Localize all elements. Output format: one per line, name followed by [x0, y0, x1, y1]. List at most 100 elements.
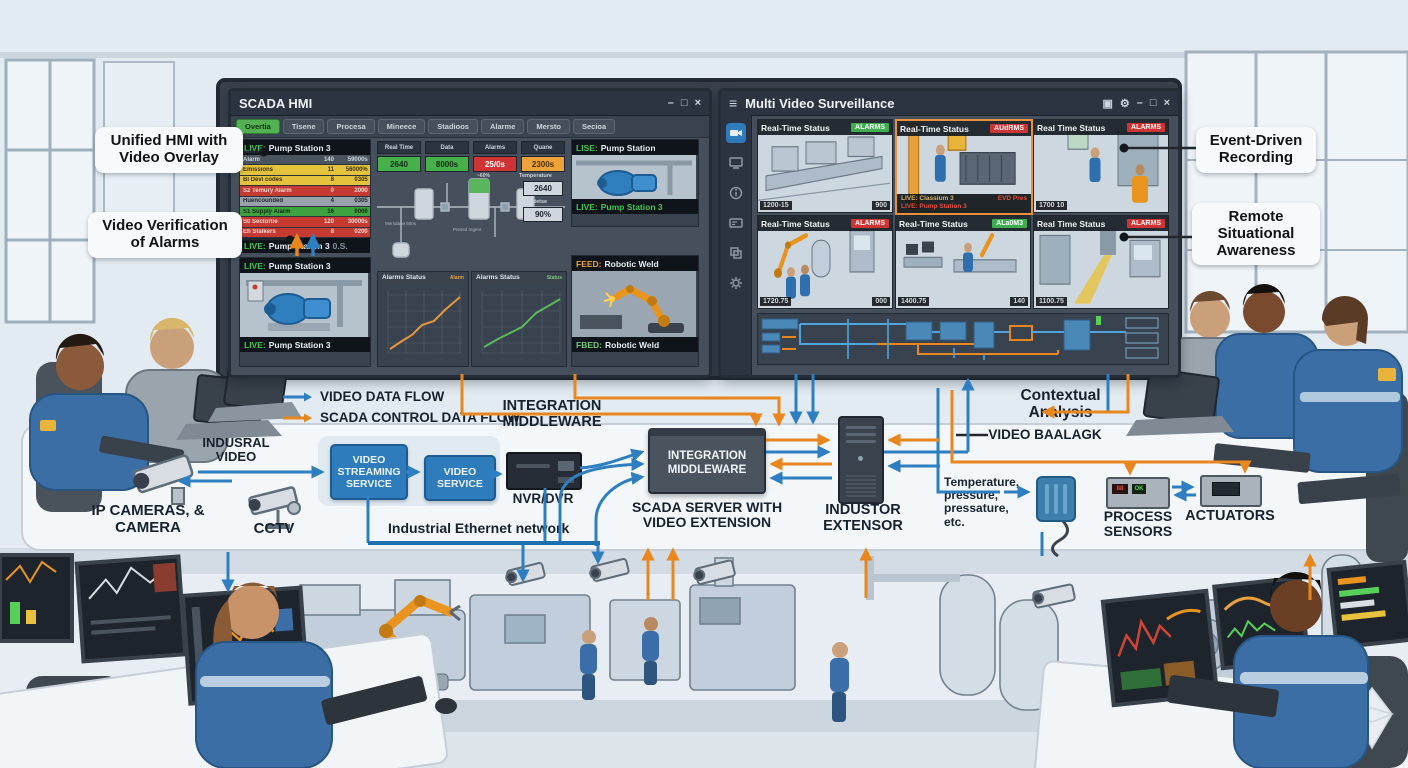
callout-remote-awareness: Remote Situational Awareness [1192, 203, 1320, 266]
timestamp: 000 [872, 297, 890, 306]
timestamp: 1400.75 [898, 297, 930, 306]
video-wall-titlebar: ≡ Multi Video Surveillance ▣ ⚙ – □ × [721, 91, 1178, 116]
ethernet-label: Industrial Ethernet network [388, 520, 570, 536]
scada-window-title: SCADA HMI [239, 95, 313, 111]
industor-extensor-label: INDUSTOR EXTENSOR [823, 502, 903, 534]
pump-illustration [240, 273, 368, 337]
server-tower [838, 416, 884, 504]
process-sensors-label: PROCESS SENSORS [1103, 508, 1173, 540]
scada-tab-5[interactable]: Alarme [480, 119, 525, 134]
flow-readout-label: Rotastetse [519, 199, 548, 205]
alarm-panel-header: LIVE: Pump Station 3 [240, 140, 370, 155]
timestamp: 900 [872, 201, 890, 210]
scada-titlebar: SCADA HMI – □ × [231, 91, 709, 116]
timestamp: 1700 10 [1036, 201, 1068, 210]
scada-hmi-window: SCADA HMI – □ × Overtia Tisene Procesa M… [228, 88, 712, 378]
maximize-icon[interactable]: □ [1149, 97, 1157, 109]
sensor-cable [1051, 518, 1069, 558]
alarm-badge: ALARMS [851, 123, 889, 132]
scada-flow-arrow-icon [283, 413, 312, 422]
video-streaming-service-box: VIDEO STREAMING SERVICE [330, 444, 408, 500]
video-baalagk-label: VIDEO BAALAGK [988, 427, 1102, 442]
close-icon[interactable]: × [1163, 97, 1170, 109]
video-wall-window: ≡ Multi Video Surveillance ▣ ⚙ – □ × [718, 88, 1181, 378]
alarm-badge: ALa0M3 [992, 219, 1027, 228]
timestamp: 1200-15 [760, 201, 792, 210]
minimize-icon[interactable]: – [1136, 97, 1143, 109]
layers-icon[interactable] [726, 243, 746, 263]
card-icon[interactable] [726, 213, 746, 233]
scada-tab-2[interactable]: Procesa [327, 119, 375, 134]
svg-text:~60%: ~60% [477, 173, 490, 179]
close-icon[interactable]: × [694, 97, 701, 109]
status-value: 8000s [425, 156, 469, 172]
maximize-icon[interactable]: □ [680, 97, 688, 109]
ip-cameras-label: IP CAMERAS, & CAMERA [91, 502, 205, 536]
cctv-camera-icon [248, 486, 301, 529]
video-wall-sidebar [721, 115, 752, 375]
status-label: Data [425, 141, 469, 154]
monitor-icon[interactable] [726, 153, 746, 173]
timestamp: 1720.75 [760, 297, 792, 306]
pump-video-tile-left[interactable]: LIVE:Pump Station 3 LIVE:Pump Station 3 [239, 257, 371, 367]
weld-video-tile[interactable]: FEED:Robotic Weld FBED:Robotic Weld [571, 255, 699, 367]
field-sensor-device [1036, 476, 1076, 522]
minimize-icon[interactable]: – [667, 97, 674, 109]
video-service-box: VIDEO SERVICE [424, 455, 496, 501]
info-icon[interactable] [726, 183, 746, 203]
camera-icon[interactable] [726, 123, 746, 143]
contextual-analysis-label: Contextual Analysis [1020, 387, 1101, 422]
panel-icon[interactable]: ▣ [1102, 97, 1113, 110]
video-flow-label: VIDEO DATA FLOW [320, 389, 445, 404]
actuators-device [1200, 475, 1262, 507]
alarm-badge: ALARMS [1127, 123, 1165, 132]
bottom-left-desk [0, 553, 457, 768]
callout-video-verification: Video Verification of Alarms [88, 212, 242, 258]
status-value: 2640 [377, 156, 421, 172]
status-label: Real Time [377, 141, 421, 154]
left-engineers [29, 317, 282, 512]
scada-tab-7[interactable]: Secioa [572, 119, 616, 134]
timestamp: 140 [1010, 297, 1028, 306]
scada-tab-overview[interactable]: Overtia [236, 119, 280, 134]
pump-video-tile-right[interactable]: LISE:Pump Station LIVE:Pump Station 3 [571, 139, 699, 227]
cctv-label: CCTV [253, 520, 295, 537]
gear-icon[interactable]: ⚙ [1119, 97, 1130, 110]
right-wall-window [1184, 50, 1408, 334]
status-label: Alarms [473, 141, 517, 154]
svg-text:Presed regent: Presed regent [453, 227, 482, 232]
scada-tab-6[interactable]: Mersto [527, 119, 570, 134]
callout-event-recording: Event-Driven Recording [1196, 127, 1316, 173]
settings-gear-icon[interactable] [726, 273, 746, 293]
scada-tab-4[interactable]: Stadioos [428, 119, 478, 134]
scada-tab-1[interactable]: Tisene [282, 119, 325, 134]
floor-workers [580, 617, 849, 722]
hamburger-menu-icon[interactable]: ≡ [729, 95, 738, 111]
scada-tab-3[interactable]: Mineece [377, 119, 426, 134]
factory-camera-icons [505, 558, 1076, 609]
temp-readout-label: Temperature [519, 173, 552, 179]
callout-unified-hmi: Unified HMI with Video Overlay [95, 127, 243, 173]
bottom-right-desk [1033, 559, 1408, 768]
